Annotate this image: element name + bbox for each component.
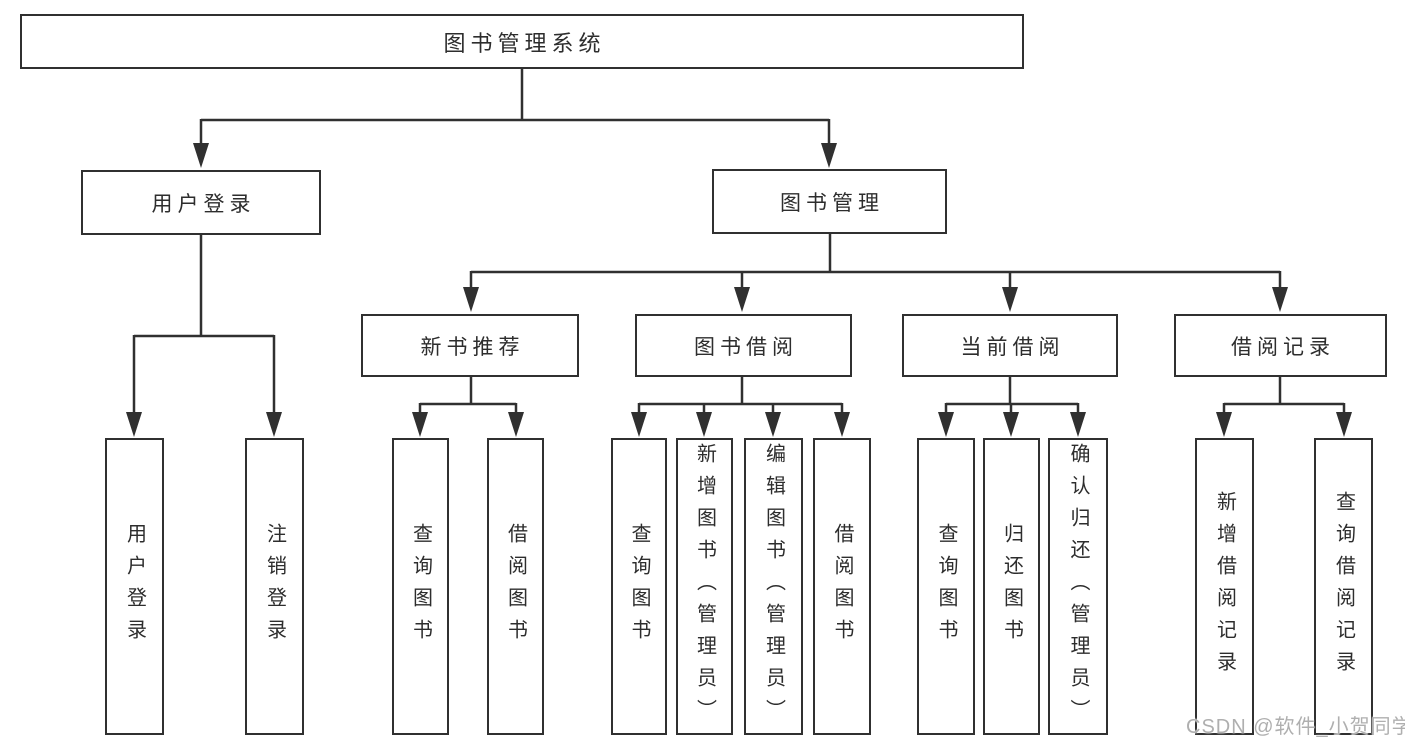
leaf-cb-confirm-return-admin-label: 确认归还（管理员） — [1067, 442, 1089, 731]
leaf-nbr-query-books-label: 查询图书 — [409, 522, 432, 651]
node-current-borrowing: 当前借阅 — [902, 314, 1118, 377]
leaf-br-add-record-label: 新增借阅记录 — [1213, 490, 1236, 683]
leaf-user-login-label: 用户登录 — [123, 522, 146, 651]
node-user-login: 用户登录 — [81, 170, 321, 235]
leaf-logout-label: 注销登录 — [263, 522, 286, 651]
leaf-cb-return-books: 归还图书 — [983, 438, 1040, 735]
leaf-bb-add-books-admin-label: 新增图书（管理员） — [693, 442, 716, 731]
leaf-bb-edit-books-admin-label: 编辑图书（管理员） — [762, 442, 785, 731]
leaf-br-query-record: 查询借阅记录 — [1314, 438, 1373, 735]
leaf-br-add-record: 新增借阅记录 — [1195, 438, 1254, 735]
node-book-borrowing: 图书借阅 — [635, 314, 852, 377]
leaf-cb-query-books: 查询图书 — [917, 438, 975, 735]
leaf-bb-borrow-books: 借阅图书 — [813, 438, 871, 735]
leaf-nbr-borrow-books: 借阅图书 — [487, 438, 544, 735]
leaf-cb-confirm-return-admin: 确认归还（管理员） — [1048, 438, 1108, 735]
leaf-cb-query-books-label: 查询图书 — [935, 522, 957, 651]
leaf-cb-return-books-label: 归还图书 — [1000, 522, 1023, 651]
leaf-bb-add-books-admin: 新增图书（管理员） — [676, 438, 733, 735]
leaf-nbr-borrow-books-label: 借阅图书 — [504, 522, 527, 651]
leaf-br-query-record-label: 查询借阅记录 — [1332, 490, 1355, 683]
node-borrowing-records: 借阅记录 — [1174, 314, 1387, 377]
leaf-bb-query-books-label: 查询图书 — [628, 522, 650, 651]
watermark: CSDN @软件_小贺同学 — [1186, 716, 1405, 738]
node-library-management-system: 图书管理系统 — [20, 14, 1024, 69]
leaf-bb-borrow-books-label: 借阅图书 — [831, 522, 853, 651]
node-book-management: 图书管理 — [712, 169, 947, 234]
leaf-nbr-query-books: 查询图书 — [392, 438, 449, 735]
leaf-bb-query-books: 查询图书 — [611, 438, 667, 735]
leaf-logout: 注销登录 — [245, 438, 304, 735]
leaf-user-login: 用户登录 — [105, 438, 164, 735]
node-new-book-recommend: 新书推荐 — [361, 314, 579, 377]
leaf-bb-edit-books-admin: 编辑图书（管理员） — [744, 438, 803, 735]
